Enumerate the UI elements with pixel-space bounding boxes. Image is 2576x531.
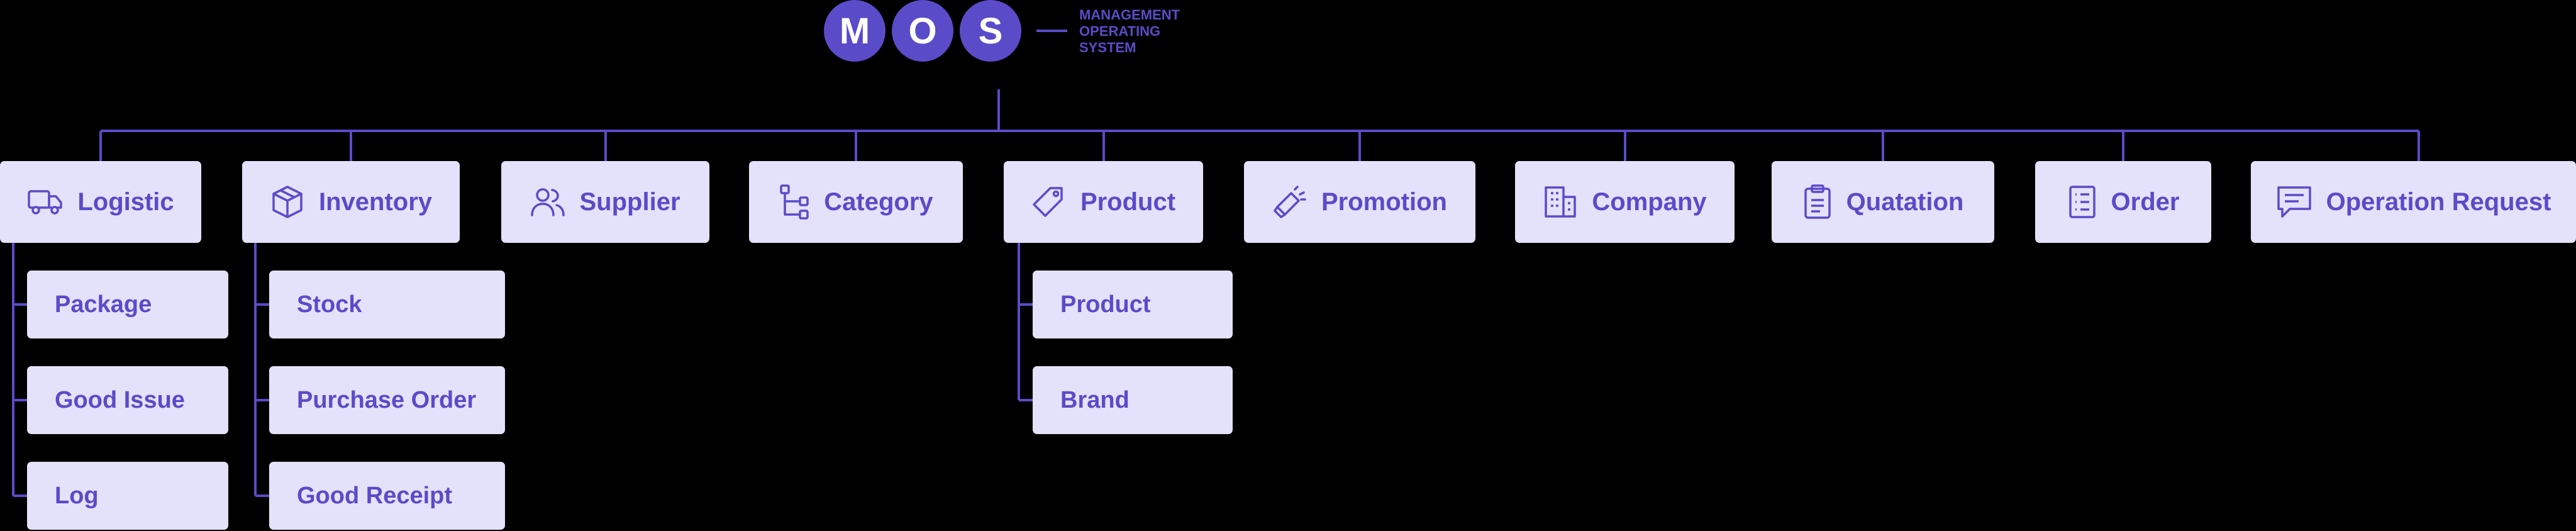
submodule-purchase-order[interactable]: Purchase Order <box>269 366 505 434</box>
module-label: Operation Request <box>2326 187 2551 216</box>
submodule-brand[interactable]: Brand <box>1033 366 1233 434</box>
module-label: Category <box>824 187 933 216</box>
submodule-good-issue[interactable]: Good Issue <box>27 366 228 434</box>
submodule-log[interactable]: Log <box>27 462 228 530</box>
module-label: Promotion <box>1321 187 1447 216</box>
module-supplier[interactable]: Supplier <box>501 161 709 243</box>
module-label: Order <box>2111 187 2180 216</box>
module-inventory[interactable]: Inventory <box>242 161 460 243</box>
module-label: Logistic <box>77 187 174 216</box>
submodule-product[interactable]: Product <box>1033 271 1233 338</box>
module-label: Product <box>1080 187 1176 216</box>
box-icon <box>272 186 303 218</box>
module-logistic[interactable]: Logistic <box>0 161 201 243</box>
module-label: Inventory <box>318 187 433 216</box>
building-icon <box>1545 186 1577 218</box>
logo-letter-o: O <box>892 0 953 62</box>
message-icon <box>2277 186 2311 218</box>
megaphone-icon <box>1274 186 1306 218</box>
list-icon <box>2068 186 2096 218</box>
logo-letter-m: M <box>824 0 886 62</box>
submodule-stock[interactable]: Stock <box>269 271 505 338</box>
module-label: Supplier <box>579 187 680 216</box>
module-label: Company <box>1592 187 1707 216</box>
module-order[interactable]: Order <box>2035 161 2211 243</box>
module-product[interactable]: Product <box>1004 161 1203 243</box>
truck-icon <box>28 190 63 215</box>
clipboard-icon <box>1804 184 1831 219</box>
module-company[interactable]: Company <box>1515 161 1735 243</box>
hierarchy-icon <box>780 184 809 220</box>
users-icon <box>531 188 565 216</box>
module-label: Quatation <box>1846 187 1964 216</box>
module-quatation[interactable]: Quatation <box>1772 161 1994 243</box>
module-promotion[interactable]: Promotion <box>1244 161 1475 243</box>
logo-letter-s: S <box>960 0 1021 62</box>
submodule-good-receipt[interactable]: Good Receipt <box>269 462 505 530</box>
logo-tagline: MANAGEMENT OPERATING SYSTEM <box>1079 7 1180 55</box>
submodule-package[interactable]: Package <box>27 271 228 338</box>
module-category[interactable]: Category <box>749 161 963 243</box>
module-operation-request[interactable]: Operation Request <box>2251 161 2576 243</box>
tag-icon <box>1033 187 1063 217</box>
